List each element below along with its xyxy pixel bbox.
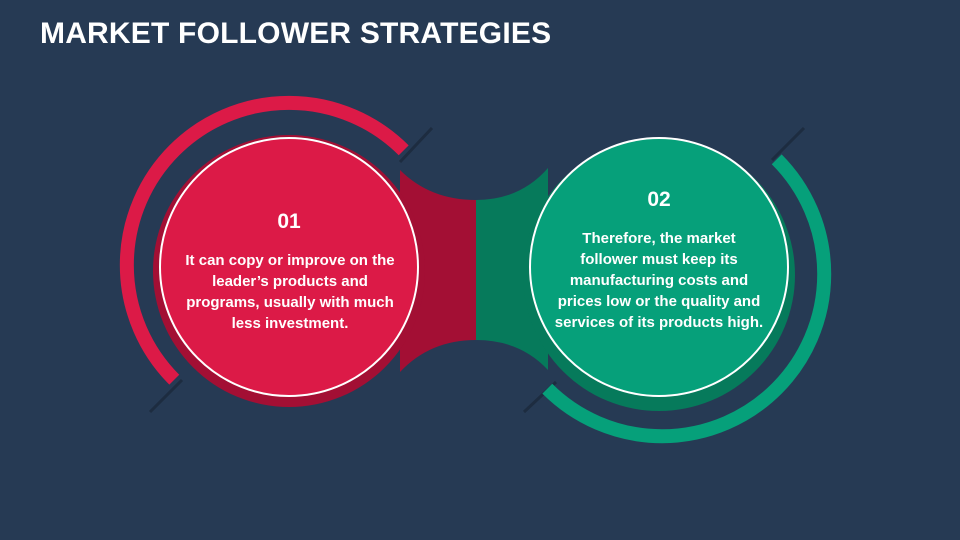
step-text-2: Therefore, the market follower must keep… (554, 230, 764, 331)
circle-1 (159, 137, 419, 397)
outer-arc-red (119, 95, 409, 385)
connector-left-half (400, 170, 476, 372)
outer-arc-green (542, 154, 832, 444)
step-number-2: 02 (647, 188, 671, 211)
page-title: MARKET FOLLOWER STRATEGIES (40, 17, 552, 50)
connector-right-half (476, 168, 548, 370)
circle-2 (529, 137, 789, 397)
step-text-1: It can copy or improve on the leader’s p… (185, 252, 395, 332)
divider-line-left-top (398, 126, 434, 164)
divider-line-right-top (770, 126, 806, 162)
divider-line-left-bottom (148, 378, 184, 414)
step-number-1: 01 (277, 210, 301, 233)
